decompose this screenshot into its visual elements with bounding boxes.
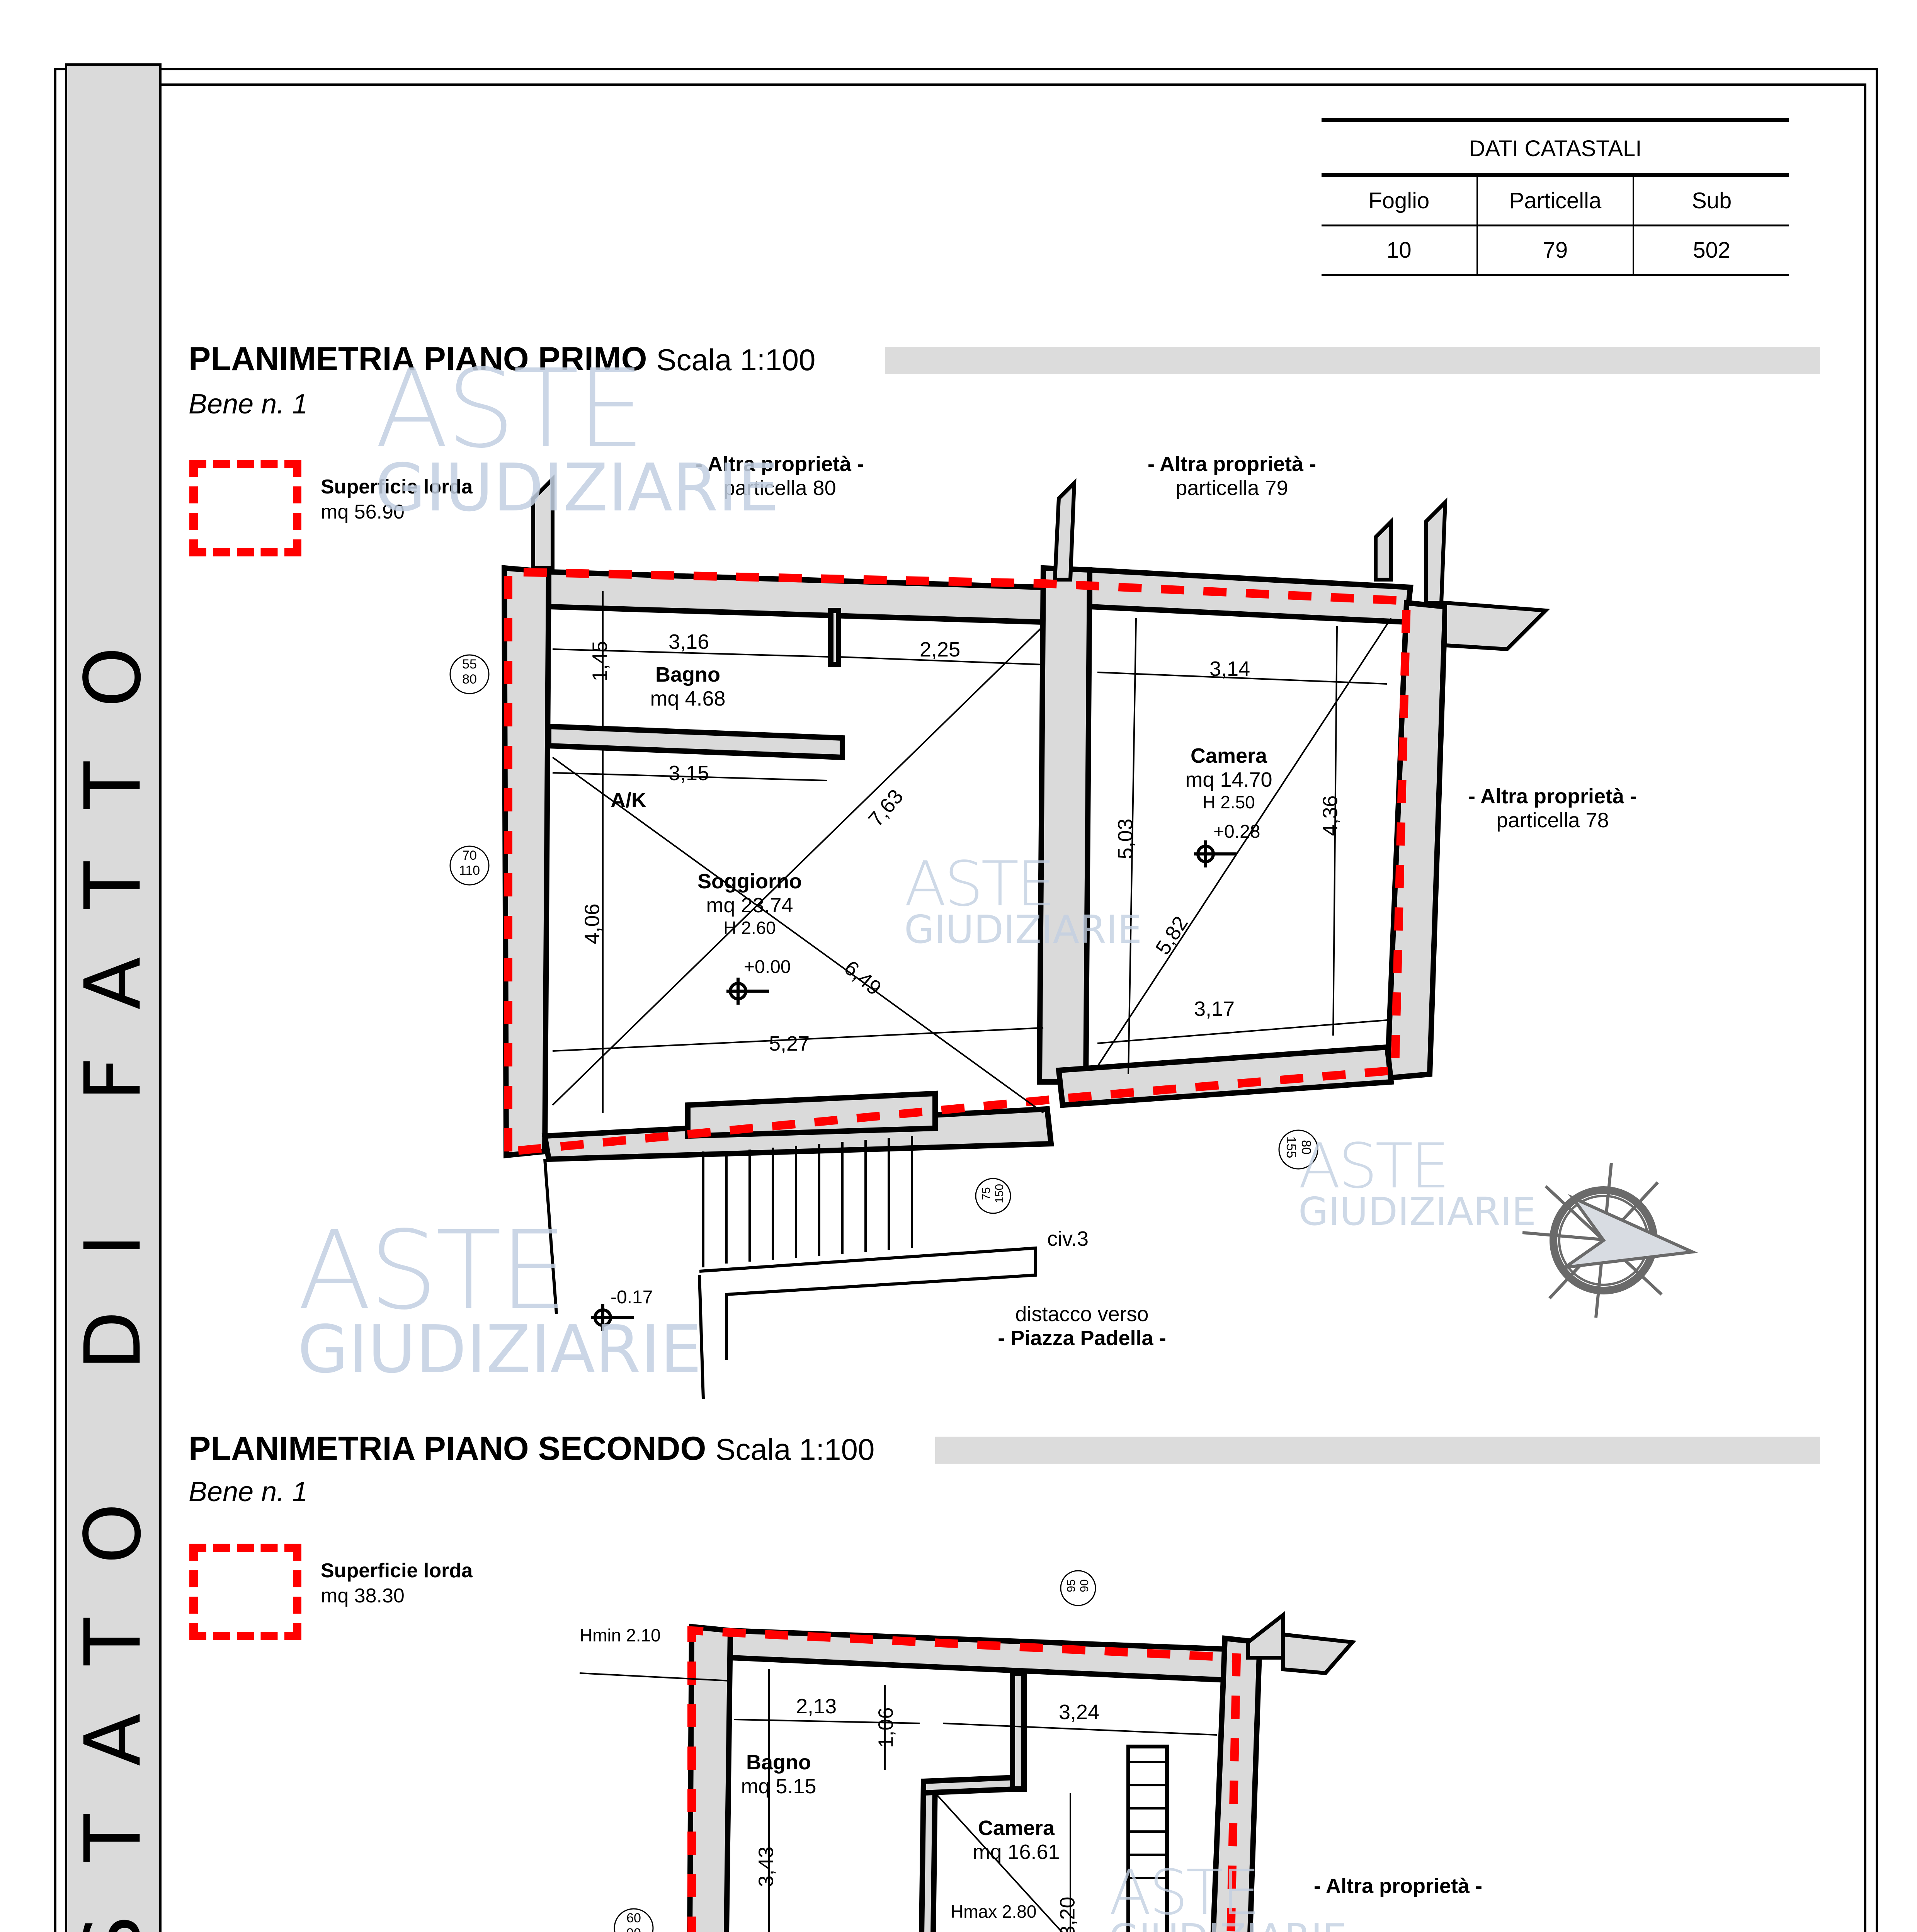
- plan1-room-soggiorno: Soggiorno mq 23.74 H 2.60: [697, 870, 802, 938]
- plan1-bene: Bene n. 1: [189, 389, 308, 420]
- plan2-dimension-lines: [579, 1669, 1218, 1932]
- plan2-hmin-top: Hmin 2.10: [580, 1625, 661, 1645]
- plan2-inner-stair: [1126, 1745, 1169, 1932]
- plan1-boundary: [504, 567, 1411, 1156]
- plan1-dim-3-14: 3,14: [1209, 657, 1250, 680]
- plan2-bene: Bene n. 1: [189, 1476, 308, 1507]
- plan2-boundary: [687, 1626, 1241, 1932]
- plan2-dim-1-06: 1,06: [874, 1707, 898, 1748]
- plan1-room-camera: Camera mq 14.70 H 2.50: [1185, 744, 1272, 812]
- plan2-room-camera: Camera mq 16.61: [973, 1816, 1060, 1864]
- plan1-dim-2-25: 2,25: [920, 638, 961, 661]
- cadastral-value-sub: 502: [1633, 226, 1789, 274]
- plan1-dim-5-27: 5,27: [769, 1032, 810, 1055]
- plan2-scale: Scala 1:100: [715, 1432, 875, 1466]
- plan1-dim-1-45: 1,45: [588, 641, 612, 682]
- cadastral-header-sub: Sub: [1633, 177, 1789, 224]
- opening-tag-circles: [449, 654, 1318, 1932]
- plan2-hmax: Hmax 2.80: [951, 1901, 1037, 1922]
- plan1-entrance-stair: [543, 1136, 1037, 1399]
- plan1-dim-5-03: 5,03: [1114, 818, 1137, 859]
- cadastral-header-row: Foglio Particella Sub: [1322, 177, 1789, 226]
- cadastral-value-foglio: 10: [1386, 238, 1412, 263]
- plan2-title-text: PLANIMETRIA PIANO SECONDO: [189, 1430, 706, 1467]
- plan2-legend: Superficie lorda mq 38.30: [321, 1557, 473, 1607]
- plan1-dim-4-36: 4,36: [1318, 795, 1342, 836]
- plan1-room-bagno: Bagno mq 4.68: [650, 663, 726, 710]
- plan2-legend-label: Superficie lorda: [321, 1560, 473, 1582]
- plan2-dim-3-24: 3,24: [1059, 1701, 1100, 1724]
- page-frame-inner: [158, 83, 1866, 1932]
- watermark-logo-1: ASTE GIUDIZIARIE: [375, 346, 779, 526]
- plan1-neighbor-80: - Altra proprietà - particella 80: [696, 452, 864, 500]
- plan1-level-markers: [591, 840, 1237, 1331]
- plan1-street: distacco verso - Piazza Padella -: [998, 1303, 1166, 1350]
- plan2-walls: [687, 1624, 1263, 1932]
- watermark-logo-3: ASTE GIUDIZIARIE: [1298, 1130, 1536, 1234]
- watermark-logo-4: ASTE GIUDIZIARIE: [298, 1208, 702, 1388]
- plan2-dim-2-13: 2,13: [796, 1695, 837, 1718]
- plan1-dim-3-15: 3,15: [668, 762, 709, 785]
- plan1-dim-3-16: 3,16: [668, 630, 709, 653]
- plan2-legend-value: mq 38.30: [321, 1585, 405, 1607]
- plan2-dim-3-43: 3,43: [754, 1846, 778, 1887]
- plan1-title-bar: [885, 347, 1820, 374]
- plan1-legend-label: Superficie lorda: [321, 476, 473, 498]
- plan1-neighbor-78: - Altra proprietà - particella 78: [1468, 785, 1637, 832]
- plan1-dim-4-06: 4,06: [580, 903, 604, 944]
- plan2-opening-tag-2: 6090: [626, 1911, 641, 1932]
- plan1-title-text: PLANIMETRIA PIANO PRIMO: [189, 340, 647, 378]
- watermark-logo-2: ASTE GIUDIZIARIE: [904, 848, 1142, 952]
- plan2-neighbor: - Altra proprietà -: [1314, 1874, 1483, 1898]
- plan2-dim-3-20: 3,20: [1056, 1896, 1079, 1932]
- plan1-level-camera: +0.28: [1213, 821, 1260, 842]
- plan1-dim-3-17: 3,17: [1194, 997, 1235, 1020]
- plan1-scale: Scala 1:100: [656, 343, 816, 377]
- plan2-neighbour-walls: [1246, 1611, 1357, 1675]
- cadastral-table: DATI CATASTALI Foglio Particella Sub 10 …: [1322, 118, 1789, 276]
- plan1-legend: Superficie lorda mq 56.90: [321, 473, 473, 524]
- plan1-entrance-label: civ.3: [1047, 1227, 1089, 1250]
- plan2-title-bar: [935, 1437, 1820, 1464]
- cadastral-header-foglio: Foglio: [1368, 188, 1430, 213]
- compass-icon-1: [1522, 1163, 1698, 1318]
- plan1-ak-label: A/K: [611, 789, 646, 812]
- plan1-dimension-lines: [552, 591, 1392, 1114]
- plan1-level-entrance: -0.17: [611, 1287, 653, 1308]
- plan1-neighbor-79: - Altra proprietà - particella 79: [1148, 452, 1317, 500]
- cadastral-title: DATI CATASTALI: [1322, 118, 1789, 177]
- plan1-legend-swatch: [189, 460, 301, 556]
- cadastral-value-particella: 79: [1476, 226, 1633, 274]
- plan1-legend-value: mq 56.90: [321, 501, 405, 524]
- plan1-title: PLANIMETRIA PIANO PRIMO Scala 1:100: [189, 340, 815, 378]
- cadastral-value-row: 10 79 502: [1322, 226, 1789, 276]
- plan2-title: PLANIMETRIA PIANO SECONDO Scala 1:100: [189, 1430, 874, 1468]
- page-frame-outer: [54, 68, 1878, 1932]
- watermark-logo-5: ASTE GIUDIZIARIE: [1109, 1856, 1347, 1932]
- plan2-legend-swatch: [189, 1544, 301, 1640]
- plan1-level-soggiorno: +0.00: [744, 957, 791, 977]
- plan2-room-bagno: Bagno mq 5.15: [741, 1751, 816, 1798]
- plan1-neighbour-walls: [531, 474, 1550, 651]
- cadastral-header-particella: Particella: [1476, 177, 1633, 224]
- sidebar: STATO DI FATTO: [65, 63, 162, 1932]
